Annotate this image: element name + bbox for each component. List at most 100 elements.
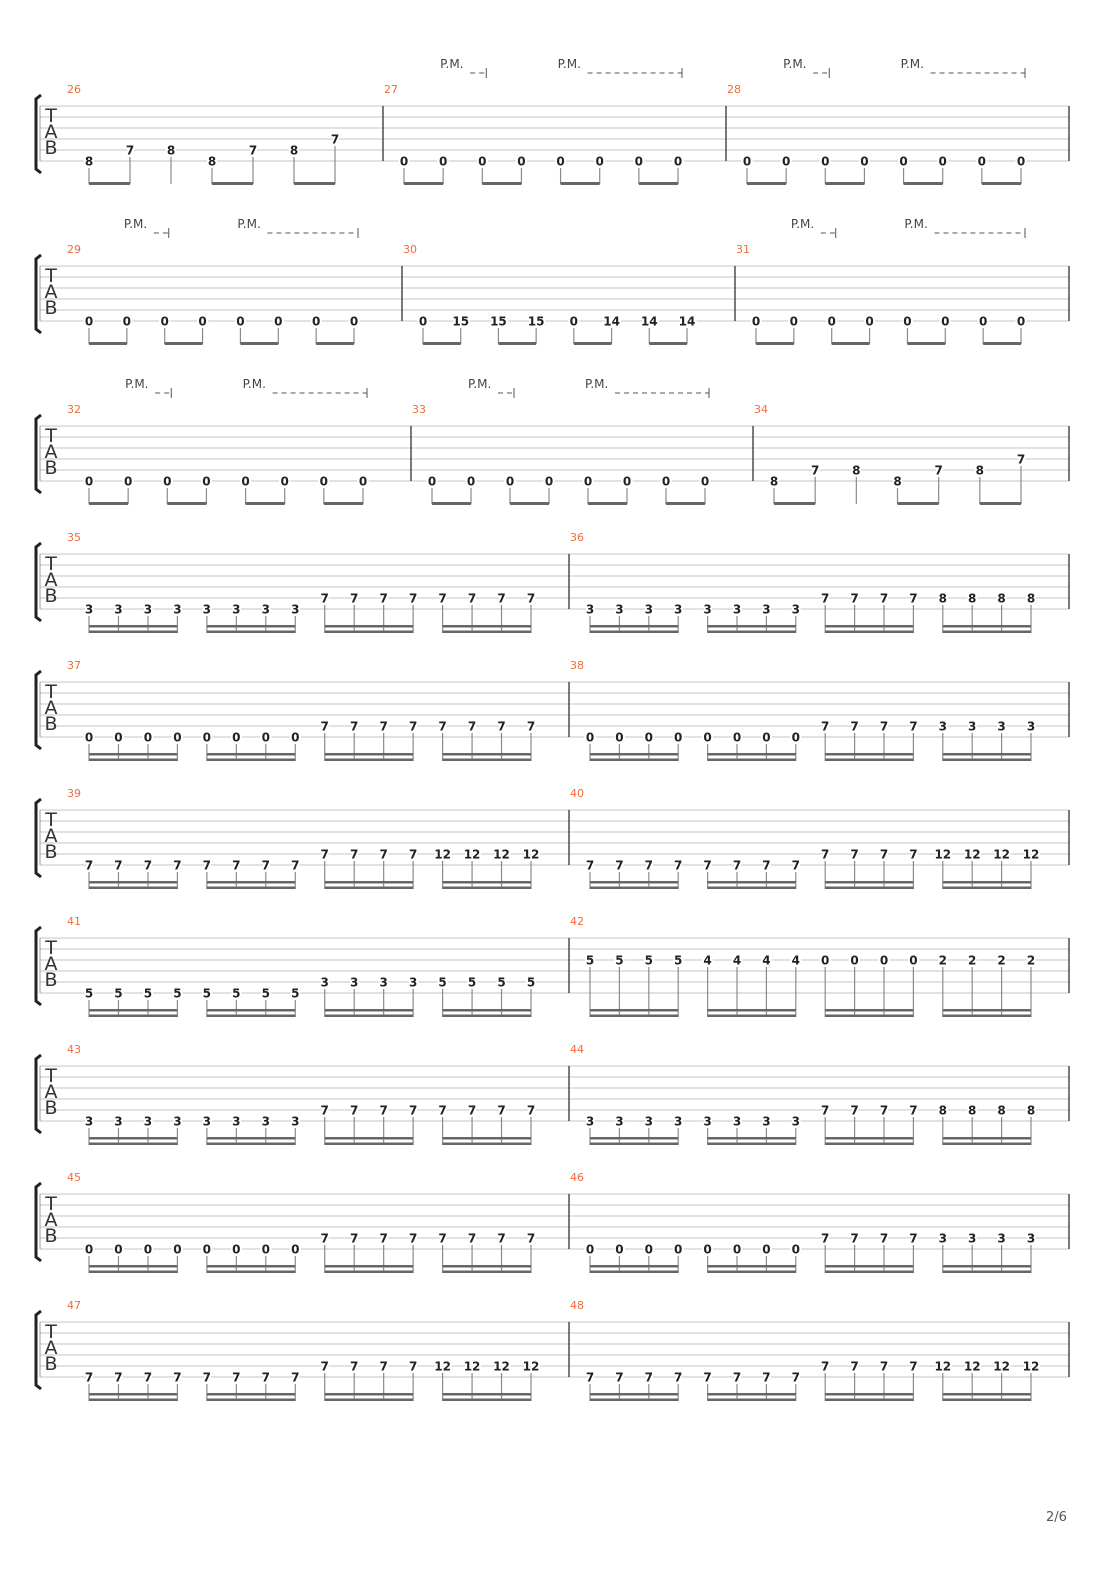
beam	[979, 502, 1021, 505]
beam	[89, 881, 178, 884]
fret-number: 3	[792, 603, 800, 617]
fret-number: 3	[733, 1115, 741, 1129]
tab-clef-letter: T	[44, 1193, 57, 1215]
fret-number: 7	[527, 1232, 535, 1246]
fret-number: 14	[641, 315, 658, 329]
fret-number: 7	[468, 1104, 476, 1118]
fret-number: 0	[623, 475, 631, 489]
fret-number: 3	[792, 1115, 800, 1129]
fret-number: 0	[161, 315, 169, 329]
tab-clef-letter: B	[44, 585, 57, 607]
beam	[206, 1270, 296, 1273]
fret-number: 12	[934, 1360, 951, 1374]
tab-clef-letter: A	[45, 953, 58, 975]
fret-number: 12	[993, 1360, 1010, 1374]
measure-number: 29	[67, 243, 81, 256]
fret-number: 12	[493, 1360, 510, 1374]
beam	[442, 881, 531, 884]
tab-clef-letter: B	[44, 297, 57, 319]
fret-number: 0	[419, 315, 427, 329]
fret-number: 7	[291, 1371, 299, 1385]
fret-number: 3	[733, 603, 741, 617]
tab-clef-letter: T	[44, 809, 57, 831]
fret-number: 0	[173, 1243, 181, 1257]
fret-number: 2	[997, 954, 1005, 968]
palm-mute-marking: P.M.	[585, 377, 710, 398]
beam	[942, 753, 1031, 756]
fret-number: 2	[1027, 954, 1035, 968]
measure-number: 27	[384, 83, 398, 96]
fret-number: 3	[968, 1232, 976, 1246]
fret-number: 7	[586, 859, 594, 873]
fret-number: 0	[439, 155, 447, 169]
fret-number: 3	[262, 603, 270, 617]
beam	[324, 1398, 414, 1401]
fret-number: 0	[400, 155, 408, 169]
palm-mute-label: P.M.	[468, 377, 491, 391]
fret-number: 0	[163, 475, 171, 489]
system-bracket	[34, 925, 42, 1007]
fret-number: 3	[586, 1115, 594, 1129]
fret-number: 7	[232, 859, 240, 873]
measure-number: 43	[67, 1043, 81, 1056]
beam	[942, 886, 1031, 889]
measure-number: 30	[403, 243, 417, 256]
fret-number: 0	[909, 954, 917, 968]
fret-number: 3	[703, 603, 711, 617]
fret-number: 0	[281, 475, 289, 489]
measure-number: 38	[570, 659, 584, 672]
tab-clef-letter: T	[44, 1065, 57, 1087]
fret-number: 7	[409, 720, 417, 734]
beam	[245, 502, 285, 505]
beam	[590, 625, 679, 628]
beam	[590, 753, 679, 756]
fret-number: 7	[645, 1371, 653, 1385]
beam	[825, 1009, 914, 1012]
fret-number: 8	[939, 1104, 947, 1118]
system-bracket	[34, 413, 42, 495]
fret-number: 0	[320, 475, 328, 489]
fret-number: 0	[733, 1243, 741, 1257]
fret-number: 15	[528, 315, 545, 329]
fret-number: 12	[434, 848, 451, 862]
fret-number: 7	[909, 1360, 917, 1374]
beam	[442, 1137, 531, 1140]
beam	[324, 881, 414, 884]
beam	[89, 182, 130, 185]
beam	[825, 1398, 914, 1401]
fret-number: 7	[114, 1371, 122, 1385]
fret-number: 2	[939, 954, 947, 968]
beam	[560, 182, 600, 185]
palm-mute-marking: P.M.	[904, 217, 1026, 238]
measure-number: 34	[754, 403, 768, 416]
fret-number: 3	[645, 603, 653, 617]
palm-mute-marking: P.M.	[468, 377, 515, 398]
fret-number: 3	[615, 603, 623, 617]
beam	[206, 1142, 296, 1145]
tab-clef-letter: A	[45, 1337, 58, 1359]
fret-number: 0	[545, 475, 553, 489]
measure-number: 28	[727, 83, 741, 96]
fret-number: 0	[478, 155, 486, 169]
fret-number: 0	[792, 1243, 800, 1257]
measure-number: 36	[570, 531, 584, 544]
beam	[442, 1142, 531, 1145]
fret-number: 3	[703, 1115, 711, 1129]
fret-number: 3	[291, 1115, 299, 1129]
beam	[590, 1142, 679, 1145]
tab-clef-letter: A	[45, 121, 58, 143]
fret-number: 4	[733, 954, 741, 968]
beam	[942, 1142, 1031, 1145]
beam	[206, 1265, 296, 1268]
fret-number: 12	[964, 848, 981, 862]
measure-number: 46	[570, 1171, 584, 1184]
beam	[324, 630, 414, 633]
fret-number: 7	[909, 720, 917, 734]
fret-number: 0	[850, 954, 858, 968]
beam	[707, 1398, 796, 1401]
